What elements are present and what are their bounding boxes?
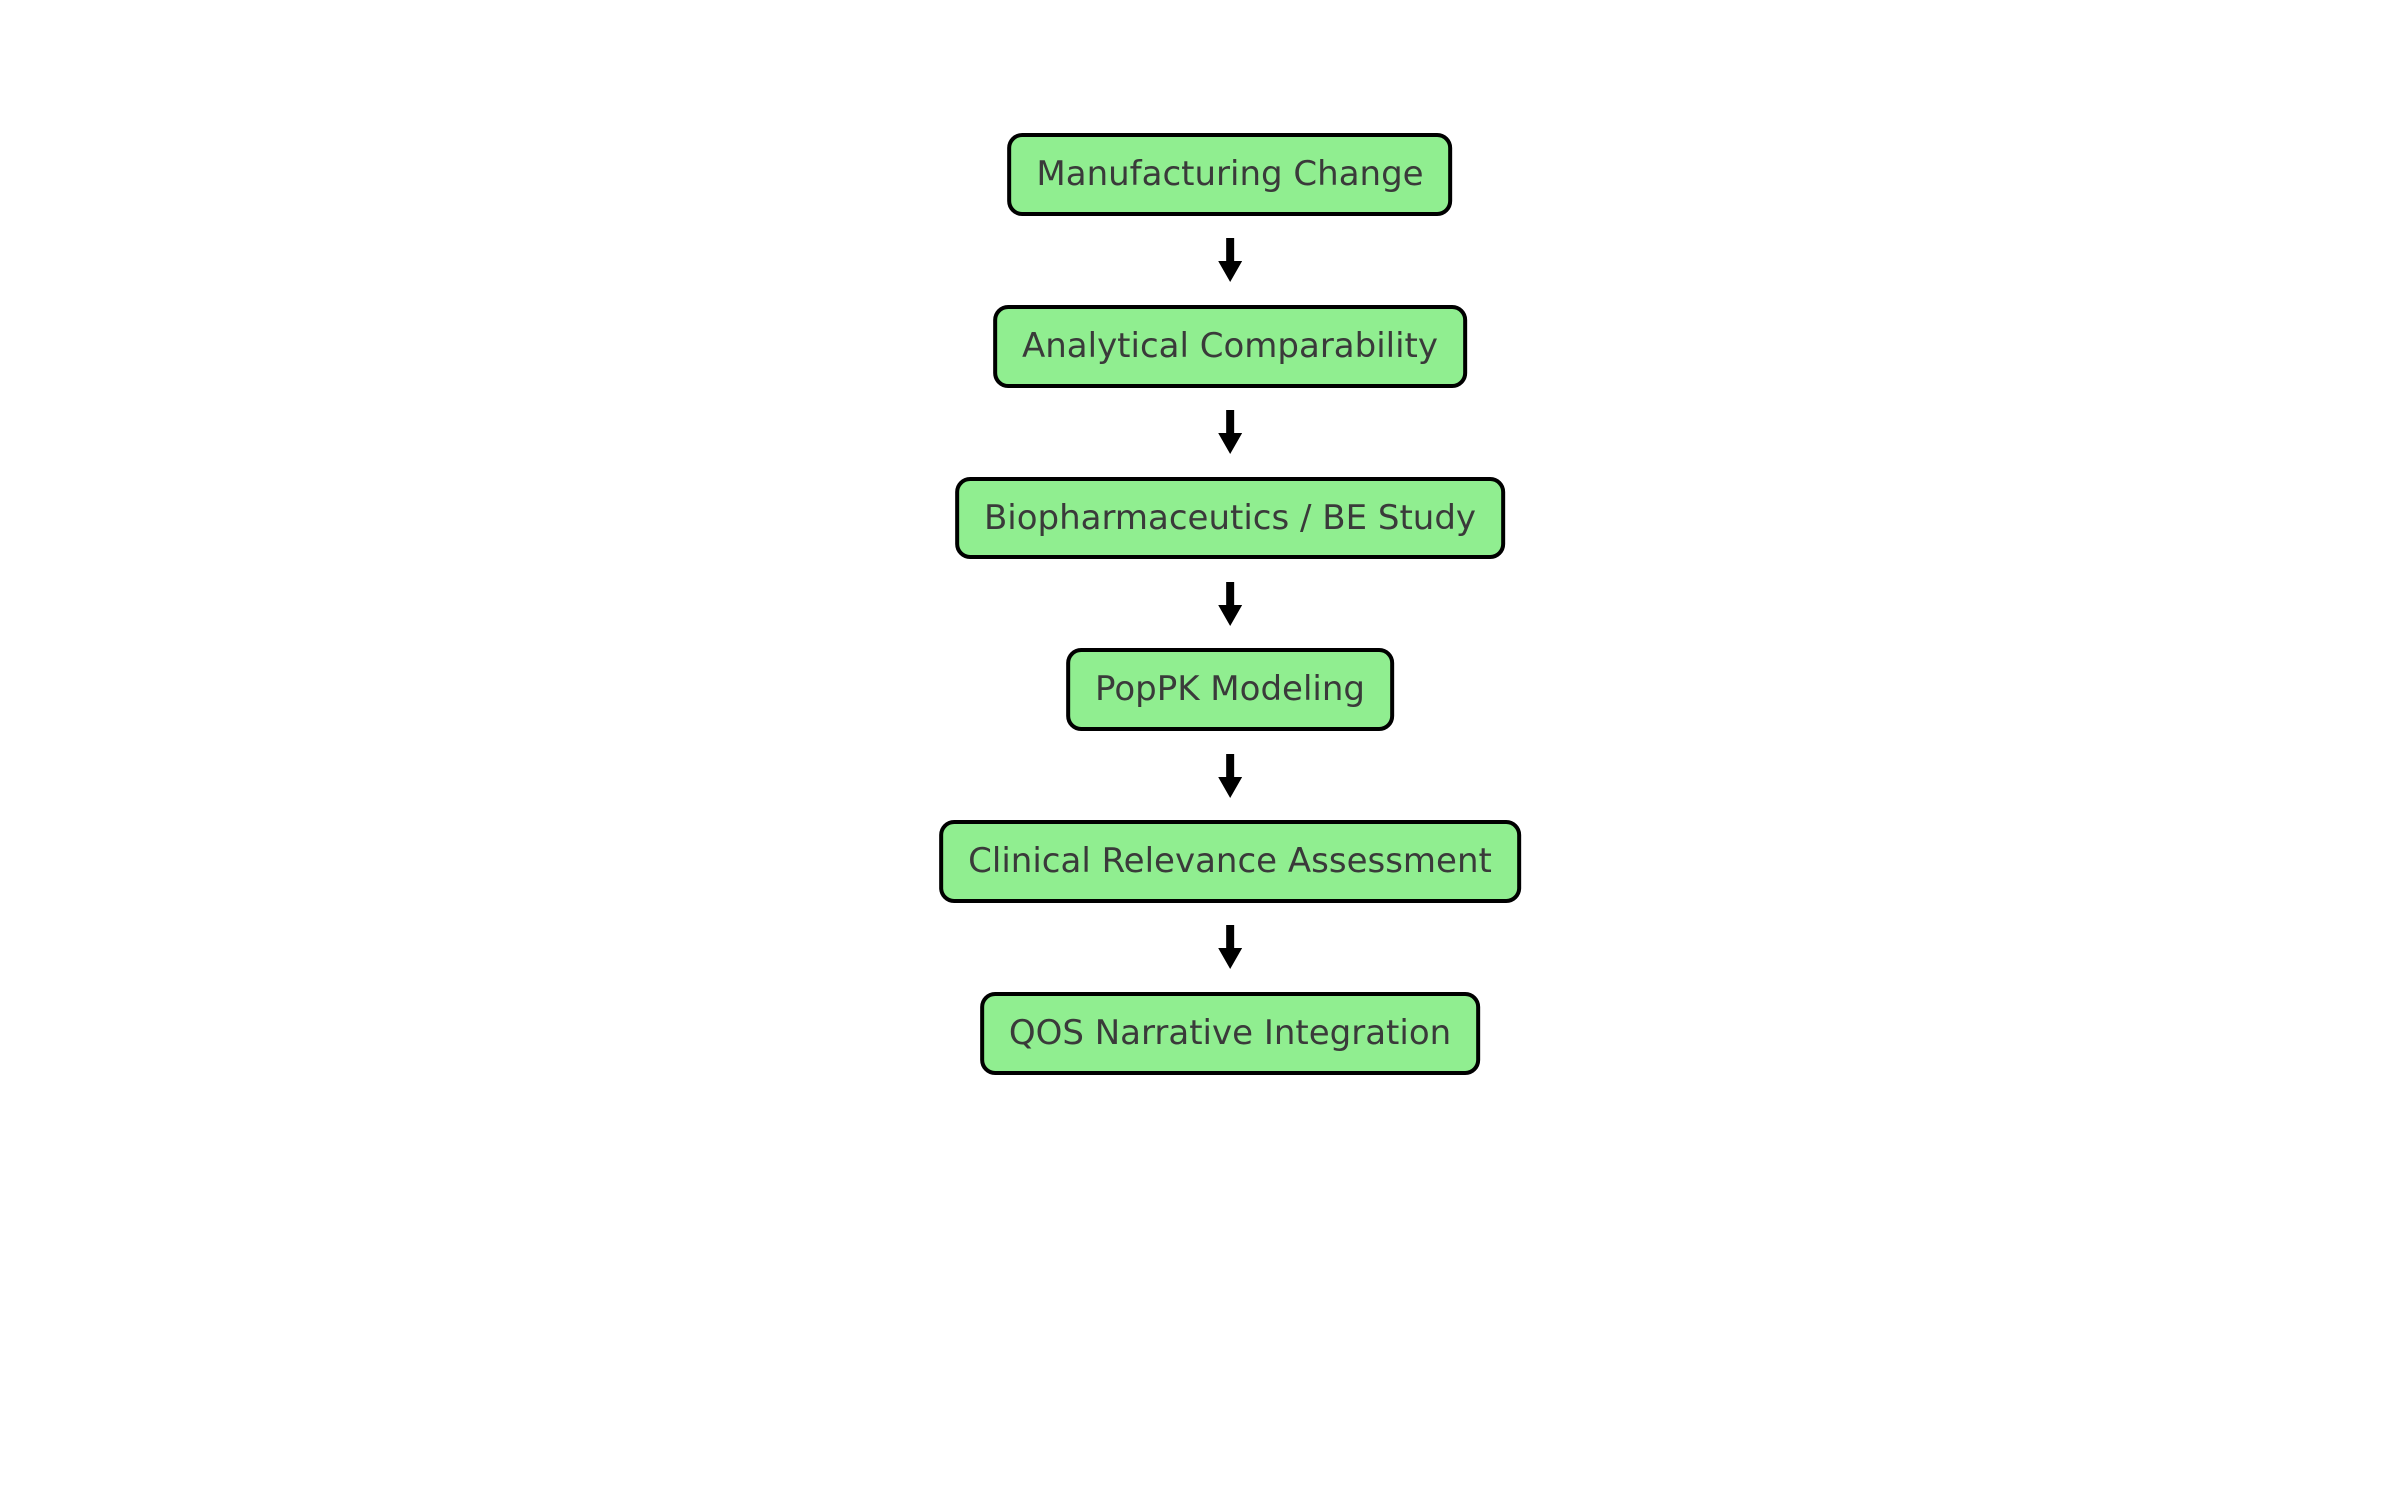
flow-node-qos-narrative-integration: QOS Narrative Integration — [979, 991, 1481, 1075]
arrow-down-icon — [1217, 731, 1242, 820]
arrow-down-icon — [1217, 559, 1242, 648]
flow-node-biopharmaceutics-be-study: Biopharmaceutics / BE Study — [954, 476, 1506, 560]
flow-node-analytical-comparability: Analytical Comparability — [992, 304, 1468, 388]
arrow-down-icon — [1217, 903, 1242, 992]
flow-node-clinical-relevance-assessment: Clinical Relevance Assessment — [939, 820, 1521, 903]
arrow-down-icon — [1217, 216, 1242, 305]
flow-node-poppk-modeling: PopPK Modeling — [1066, 648, 1394, 732]
flowchart: Manufacturing Change Analytical Comparab… — [939, 133, 1521, 1075]
flow-node-manufacturing-change: Manufacturing Change — [1007, 133, 1453, 216]
arrow-down-icon — [1217, 388, 1242, 477]
